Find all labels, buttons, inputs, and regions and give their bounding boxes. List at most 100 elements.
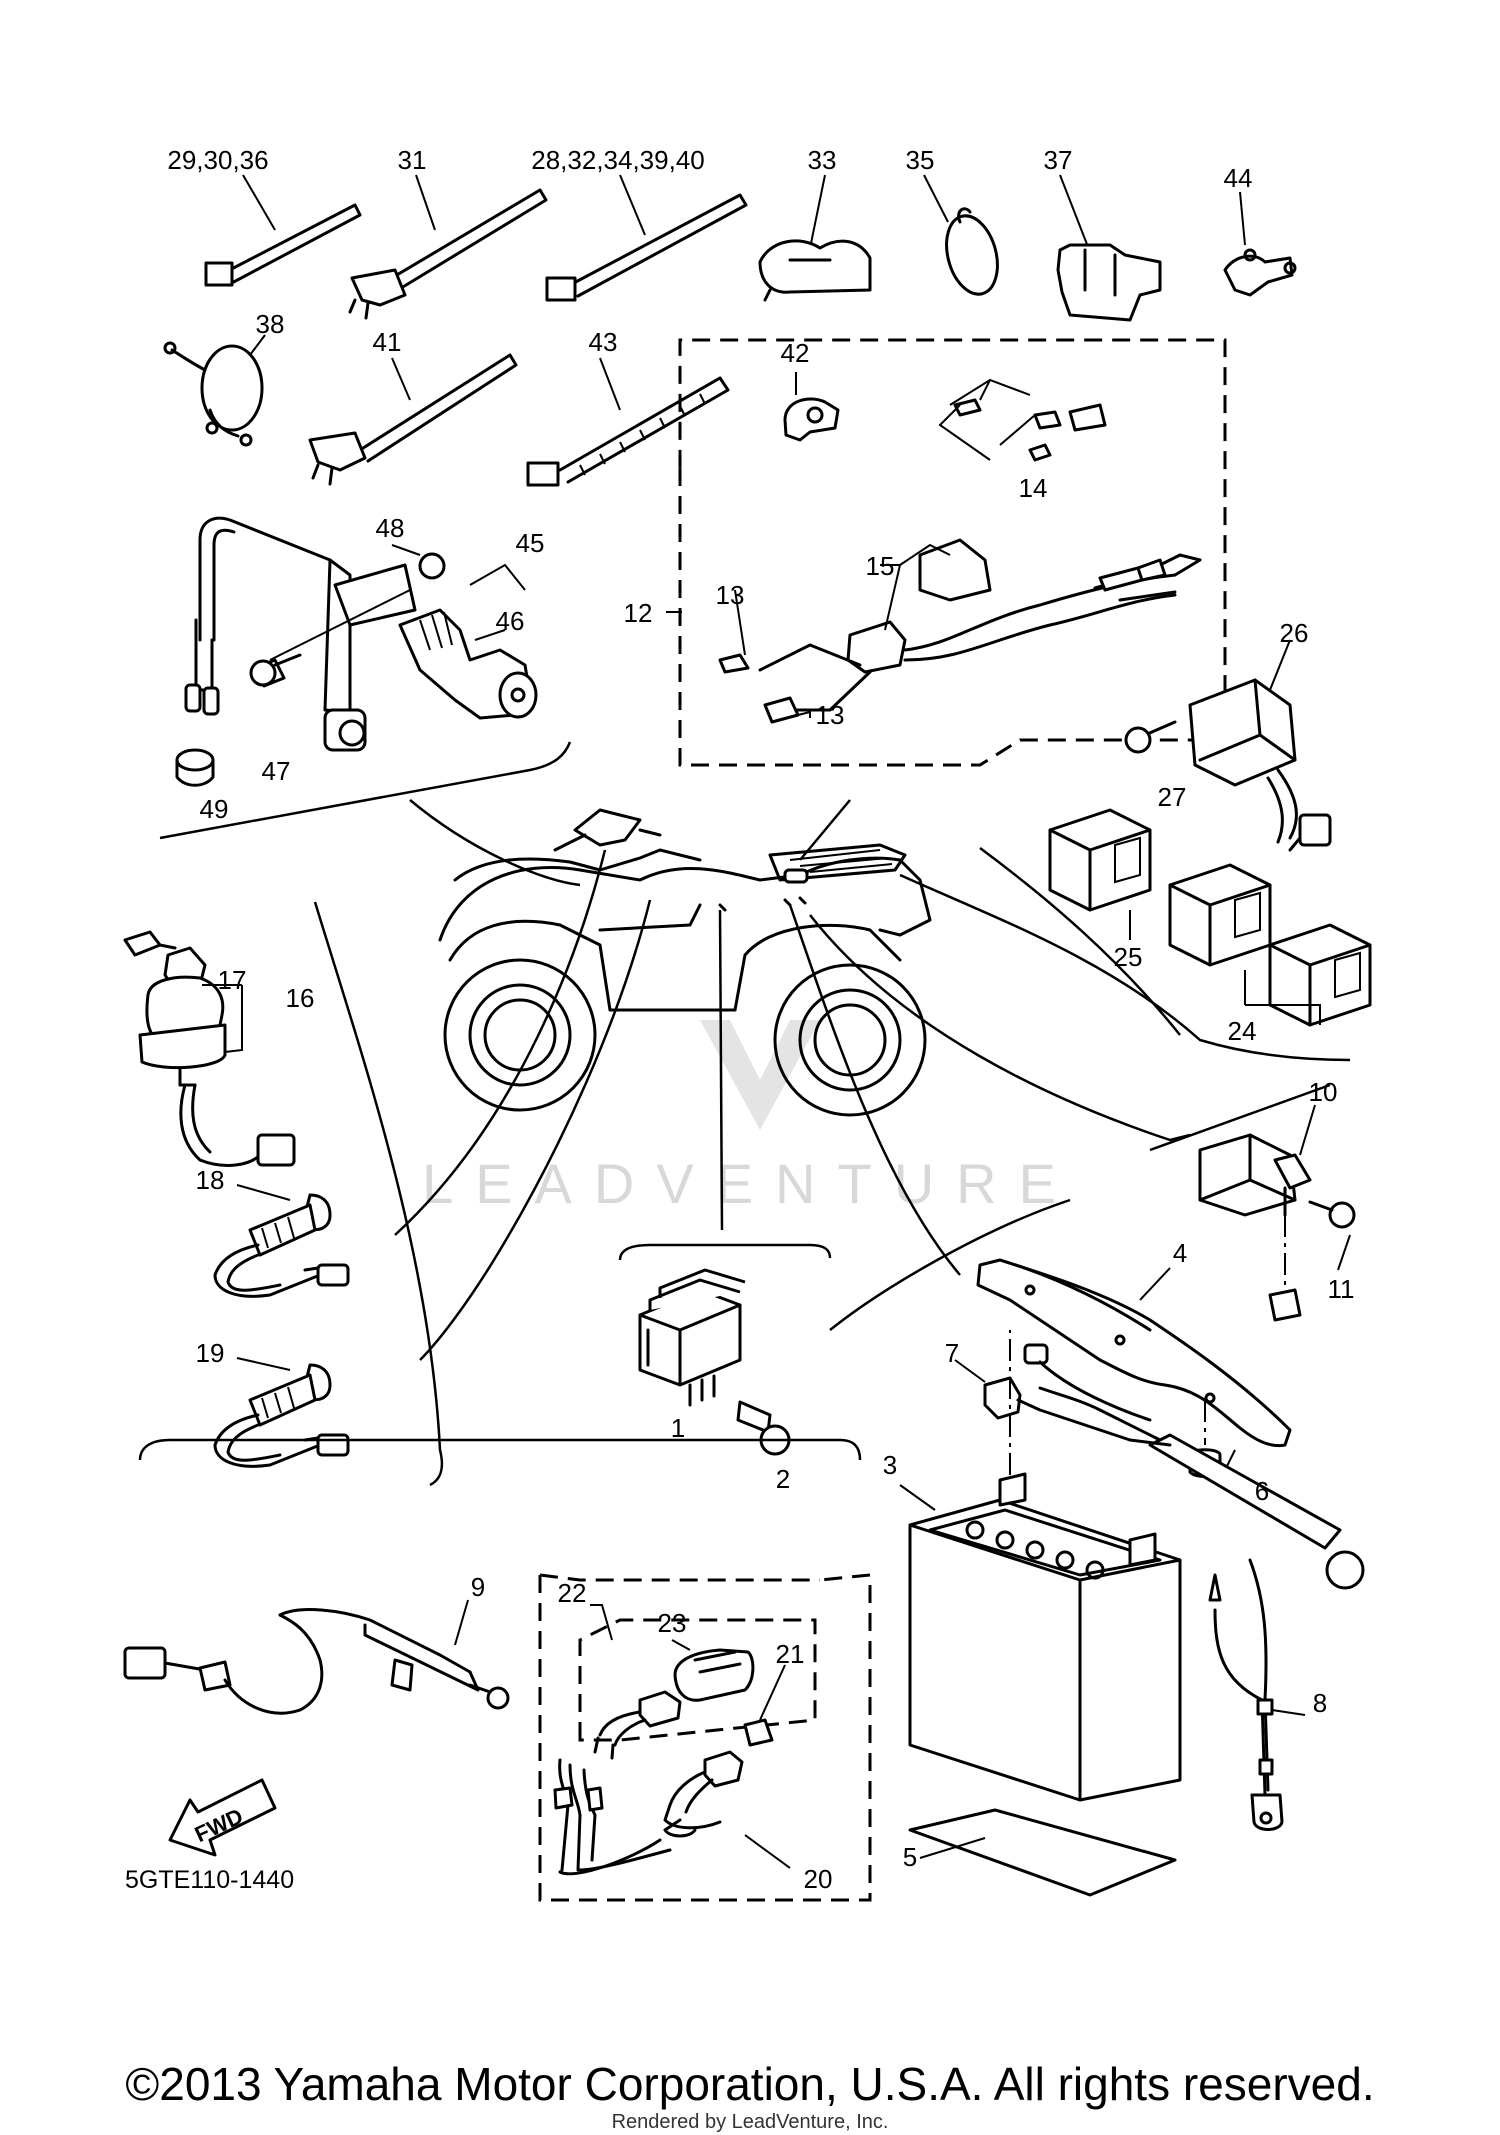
label-43: 43: [589, 327, 618, 357]
label-6: 6: [1255, 1476, 1269, 1506]
label-49: 49: [200, 794, 229, 824]
relay-24a: [1168, 863, 1272, 967]
lead-7: [954, 1343, 1365, 1590]
leader-45: [469, 563, 526, 591]
clamp-42: [783, 372, 840, 442]
watermark-logo: [700, 1020, 820, 1130]
label-12: 12: [624, 598, 653, 628]
label-2: 2: [776, 1464, 790, 1494]
label-8: 8: [1313, 1688, 1327, 1718]
throttle-switch-assy: [184, 516, 538, 752]
dashed-box-20: [538, 1573, 872, 1902]
band-38: [163, 334, 266, 447]
label-20: 20: [804, 1864, 833, 1894]
rectifier-10: [1198, 1104, 1316, 1322]
callout-bottom-bracket: [138, 1438, 862, 1461]
label-35: 35: [906, 145, 935, 175]
callout-atv-left: [394, 849, 607, 1236]
label-16: 16: [286, 983, 315, 1013]
label-44: 44: [1224, 163, 1253, 193]
battery-3: [899, 1330, 1182, 1802]
copyright-notice: ©2013 Yamaha Motor Corporation, U.S.A. A…: [125, 2058, 1374, 2110]
callout-atv-regulator: [718, 909, 724, 1231]
breather-8: [1208, 1558, 1306, 1831]
bolt-11: [1308, 1200, 1356, 1271]
label-13-bottom: 13: [816, 700, 845, 730]
label-48: 48: [376, 513, 405, 543]
label-11: 11: [1328, 1274, 1355, 1304]
label-47: 47: [262, 756, 291, 786]
label-45: 45: [516, 528, 545, 558]
label-18: 18: [196, 1165, 225, 1195]
screw-27: [1124, 720, 1177, 754]
callout-atv-mid: [419, 899, 652, 1361]
label-22: 22: [558, 1578, 587, 1608]
label-1: 1: [671, 1413, 685, 1443]
label-9: 9: [471, 1572, 485, 1602]
label-24: 24: [1228, 1016, 1257, 1046]
label-27: 27: [1158, 782, 1187, 812]
label-17: 17: [218, 965, 247, 995]
fwd-arrow: FWD: [168, 1778, 277, 1857]
label-46: 46: [496, 606, 525, 636]
nut-48: [391, 544, 446, 580]
label-3: 3: [883, 1450, 897, 1480]
wire-harness-box-12: [666, 338, 1227, 767]
label-4: 4: [1173, 1238, 1187, 1268]
callout-regrect: [1149, 1083, 1331, 1152]
callout-regulator-bracket: [618, 1243, 832, 1261]
cable-tie-29-30-36: [204, 174, 362, 287]
callout-left-column: [313, 901, 444, 1487]
callout-atv-handlebar: [409, 799, 581, 887]
label-29-30-36: 29,30,36: [167, 145, 268, 175]
clamp-33: [758, 174, 872, 302]
diagram-code: 5GTE110-1440: [125, 1866, 294, 1894]
callout-relays: [979, 846, 1181, 1036]
atv-silhouette: [438, 808, 932, 1117]
label-7: 7: [945, 1338, 959, 1368]
lead-18: [213, 1184, 350, 1298]
label-23: 23: [658, 1608, 687, 1638]
watermark: LEADVENTURE: [422, 1152, 1078, 1215]
label-14: 14: [1019, 473, 1048, 503]
label-21: 21: [776, 1639, 805, 1669]
band-4: [976, 1258, 1292, 1448]
clamp-44: [1223, 191, 1297, 297]
regulator-1: [638, 1268, 746, 1407]
label-13-top: 13: [716, 580, 745, 610]
band-35: [923, 174, 999, 296]
label-37: 37: [1044, 145, 1073, 175]
relay-24b: [1268, 923, 1372, 1027]
cable-tie-31: [348, 174, 548, 320]
label-25: 25: [1114, 942, 1143, 972]
callout-battery-bracket: [829, 1198, 1071, 1331]
relay-26: [1188, 639, 1332, 852]
wire-9: [123, 1599, 510, 1715]
relay-25: [1048, 808, 1152, 912]
screw-47: [249, 653, 302, 688]
callout-atv-regrect: [809, 914, 1191, 1142]
label-28-32-34-39-40: 28,32,34,39,40: [531, 145, 705, 175]
label-19: 19: [196, 1338, 225, 1368]
main-switch-16: [123, 930, 296, 1167]
grommet-49: [175, 748, 215, 787]
callout-atv-right: [899, 873, 1351, 1062]
callout-atv-harness: [799, 799, 851, 861]
callout-bracket-handlebar: [159, 741, 572, 840]
label-31: 31: [398, 145, 427, 175]
rendered-by-credit: Rendered by LeadVenture, Inc.: [612, 2111, 889, 2133]
lead-19: [213, 1357, 350, 1468]
clamp-37: [1056, 174, 1162, 322]
callout-atv-battery: [788, 904, 961, 1276]
label-5: 5: [903, 1842, 917, 1872]
bolt-2: [736, 1400, 791, 1456]
label-38: 38: [256, 309, 285, 339]
label-41: 41: [373, 327, 402, 357]
label-26: 26: [1280, 618, 1309, 648]
sheet-5: [908, 1808, 1177, 1897]
leader-46: [474, 629, 506, 641]
label-15: 15: [866, 551, 895, 581]
label-10: 10: [1309, 1077, 1338, 1107]
cable-tie-43: [526, 357, 730, 487]
